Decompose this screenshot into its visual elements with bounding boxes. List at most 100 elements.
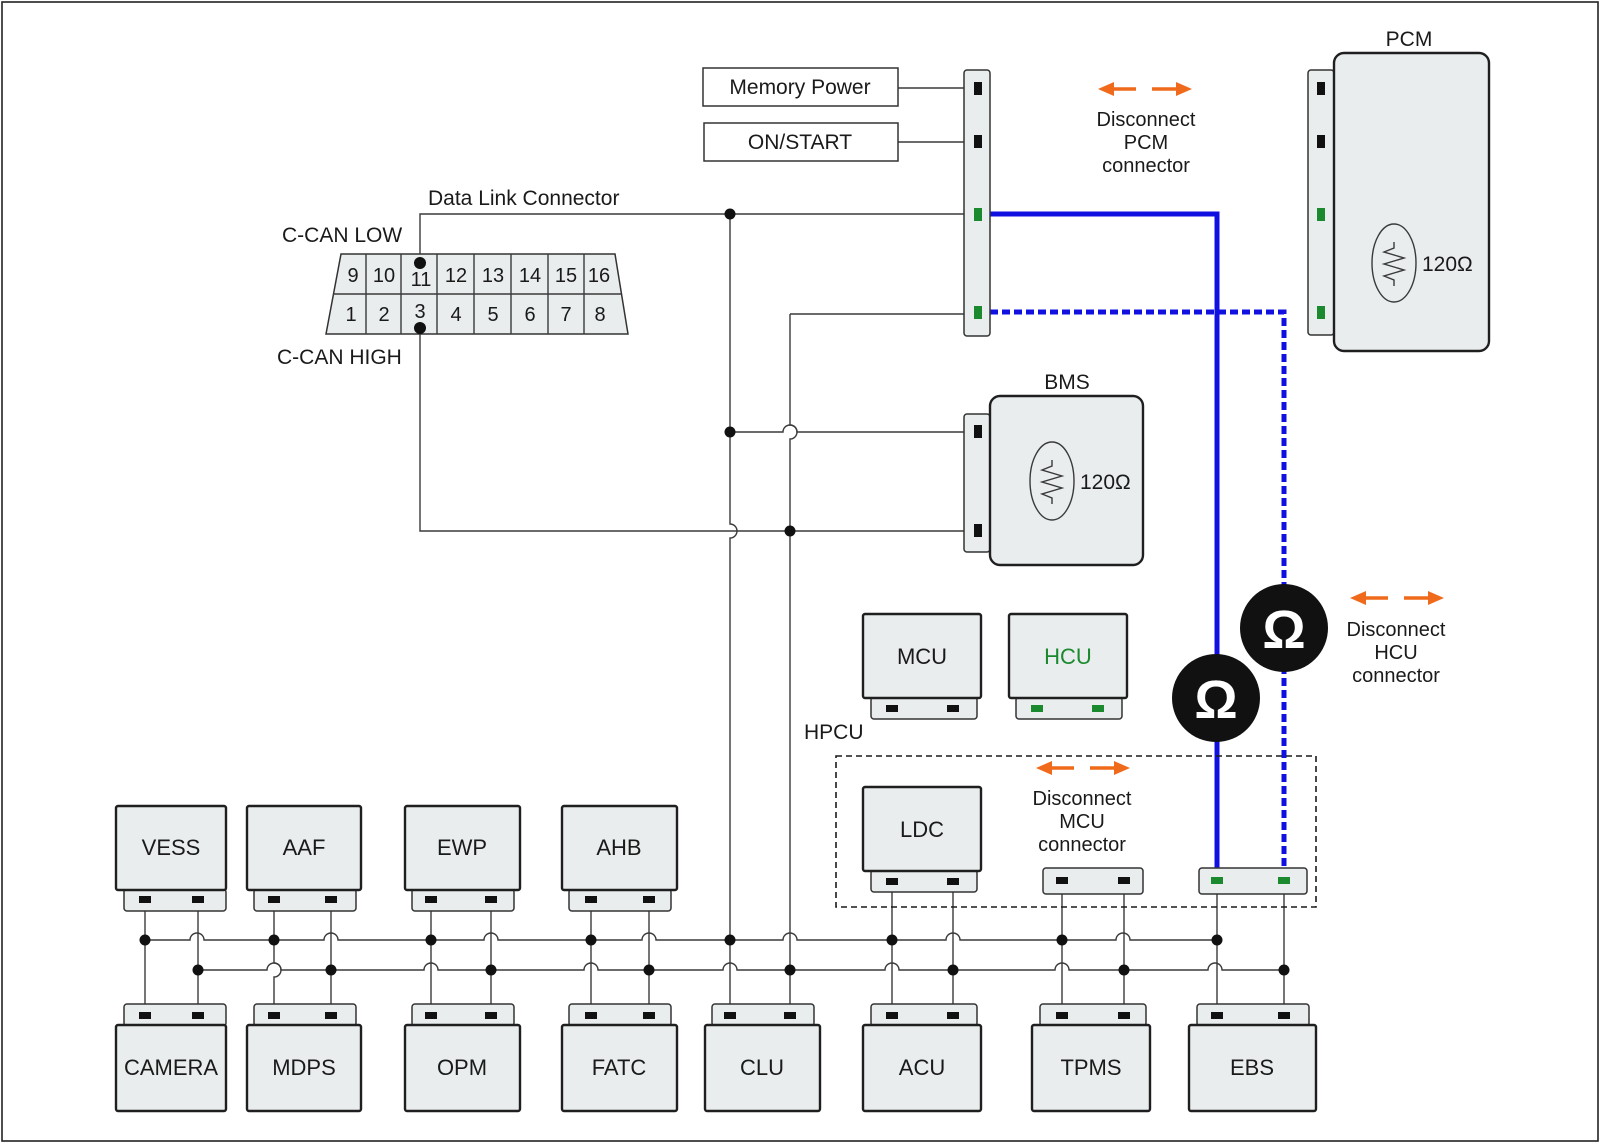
dlc-pin-5: 5 <box>487 304 498 326</box>
module-camera: CAMERA <box>114 1003 228 1113</box>
c-can-high-label: C-CAN HIGH <box>277 346 402 369</box>
hcu-label: HCU <box>1044 644 1092 669</box>
bms-resistor-body <box>1029 441 1075 521</box>
can-high-measurement-line <box>978 309 1287 882</box>
module-fatc: FATC <box>560 1003 679 1113</box>
disconnect-pcm-note: Disconnect PCM connector <box>1097 82 1196 177</box>
mdps-label: MDPS <box>272 1055 336 1080</box>
bms-resistor-label: 120Ω <box>1080 471 1131 494</box>
dlc-pin-3: 3 <box>414 301 425 323</box>
module-vess: VESS <box>114 804 228 912</box>
dlc-pin-11-dot <box>414 257 426 269</box>
module-ahb: AHB <box>560 804 679 912</box>
module-aaf: AAF <box>245 804 363 912</box>
ohm-symbol-high: Ω <box>1262 600 1305 660</box>
double-arrow-icon <box>1036 761 1130 775</box>
bms-low-wire <box>730 424 978 433</box>
dlc-pin-2: 2 <box>378 304 389 326</box>
hcu-connector-pin-low <box>1211 877 1223 884</box>
bms-resistor-zigzag <box>1039 460 1065 504</box>
pcm-module: PCM 120Ω <box>1307 28 1491 353</box>
aaf-label: AAF <box>283 835 326 860</box>
dlc-pin-7: 7 <box>560 304 571 326</box>
bus-row-high <box>198 962 1284 971</box>
ohm-symbol-low: Ω <box>1194 670 1237 730</box>
acu-label: ACU <box>899 1055 945 1080</box>
mcu-note-line-1: Disconnect <box>1033 788 1132 810</box>
dlc-pin-dividers <box>365 254 585 334</box>
pcm-note-line-2: PCM <box>1124 132 1168 154</box>
pcm-resistor-zigzag <box>1381 242 1407 286</box>
data-link-connector-label: Data Link Connector <box>428 187 619 210</box>
mcu-module: MCU <box>861 612 983 720</box>
dlc-pin-10: 10 <box>373 265 395 287</box>
ewp-label: EWP <box>437 835 487 860</box>
clu-label: CLU <box>740 1055 784 1080</box>
hcu-module: HCU <box>1007 612 1129 720</box>
disconnect-mcu-note: Disconnect MCU connector <box>1033 761 1132 856</box>
hcu-note-line-3: connector <box>1352 665 1440 687</box>
dlc-pin-6: 6 <box>524 304 535 326</box>
hcu-note-line-2: HCU <box>1374 642 1417 664</box>
double-arrow-icon <box>1098 82 1192 96</box>
dlc-pin-12: 12 <box>445 265 467 287</box>
double-arrow-icon <box>1350 591 1444 605</box>
ldc-label: LDC <box>900 817 944 842</box>
junction-dots <box>139 208 1290 976</box>
bus-low-vertical <box>729 214 738 1015</box>
pcm-note-line-3: connector <box>1102 155 1190 177</box>
c-can-low-label: C-CAN LOW <box>282 224 402 247</box>
ebs-label: EBS <box>1230 1055 1274 1080</box>
dlc-pin-13: 13 <box>482 265 504 287</box>
pcm-label: PCM <box>1386 28 1433 51</box>
bms-module: BMS 120Ω <box>963 371 1145 567</box>
top-module-drops <box>144 900 650 1015</box>
bms-label: BMS <box>1044 371 1090 394</box>
hpcu-region <box>835 755 1317 908</box>
module-ebs: EBS <box>1187 1003 1318 1113</box>
module-acu: ACU <box>861 1003 983 1113</box>
opm-label: OPM <box>437 1055 487 1080</box>
mcu-note-line-2: MCU <box>1059 811 1105 833</box>
disconnect-hcu-note: Disconnect HCU connector <box>1347 591 1446 687</box>
hpcu-drops <box>891 880 1285 1015</box>
ohmmeter-low: Ω <box>1172 654 1260 742</box>
module-opm: OPM <box>403 1003 522 1113</box>
module-ewp: EWP <box>403 804 522 912</box>
strip-pin-on-start <box>974 135 982 148</box>
ldc-module: LDC <box>861 785 983 893</box>
pcm-note-line-1: Disconnect <box>1097 109 1196 131</box>
memory-power-box <box>702 67 899 107</box>
hcu-connector-pin-high <box>1278 877 1290 884</box>
dlc-pin-15: 15 <box>555 265 577 287</box>
module-tpms: TPMS <box>1030 1003 1152 1113</box>
vertical-connector-strip <box>963 69 991 337</box>
dlc-pin-8: 8 <box>594 304 605 326</box>
strip-pin-memory <box>974 82 982 95</box>
hcu-note-line-1: Disconnect <box>1347 619 1446 641</box>
dlc-pin-3-dot <box>414 322 426 334</box>
tpms-label: TPMS <box>1060 1055 1121 1080</box>
module-clu: CLU <box>703 1003 822 1113</box>
module-mdps: MDPS <box>245 1003 363 1113</box>
pcm-resistor-body <box>1371 223 1417 303</box>
strip-pin-can-low <box>974 208 982 221</box>
strip-pin-can-high <box>974 306 982 319</box>
ohmmeter-high: Ω <box>1240 584 1328 672</box>
dlc-pin-1: 1 <box>345 304 356 326</box>
fatc-label: FATC <box>592 1055 647 1080</box>
dlc-pin-11: 11 <box>411 269 432 291</box>
ahb-label: AHB <box>596 835 641 860</box>
camera-label: CAMERA <box>124 1055 218 1080</box>
can-low-dlc-wire <box>419 213 978 263</box>
on-start-box <box>703 122 899 162</box>
dlc-pin-9: 9 <box>347 265 358 287</box>
pcm-resistor-label: 120Ω <box>1422 253 1473 276</box>
dlc-pin-14: 14 <box>519 265 541 287</box>
vess-label: VESS <box>142 835 201 860</box>
memory-power-label: Memory Power <box>729 76 870 99</box>
hcu-connector <box>1198 867 1308 895</box>
hpcu-label: HPCU <box>804 721 864 744</box>
on-start-label: ON/START <box>748 131 852 154</box>
